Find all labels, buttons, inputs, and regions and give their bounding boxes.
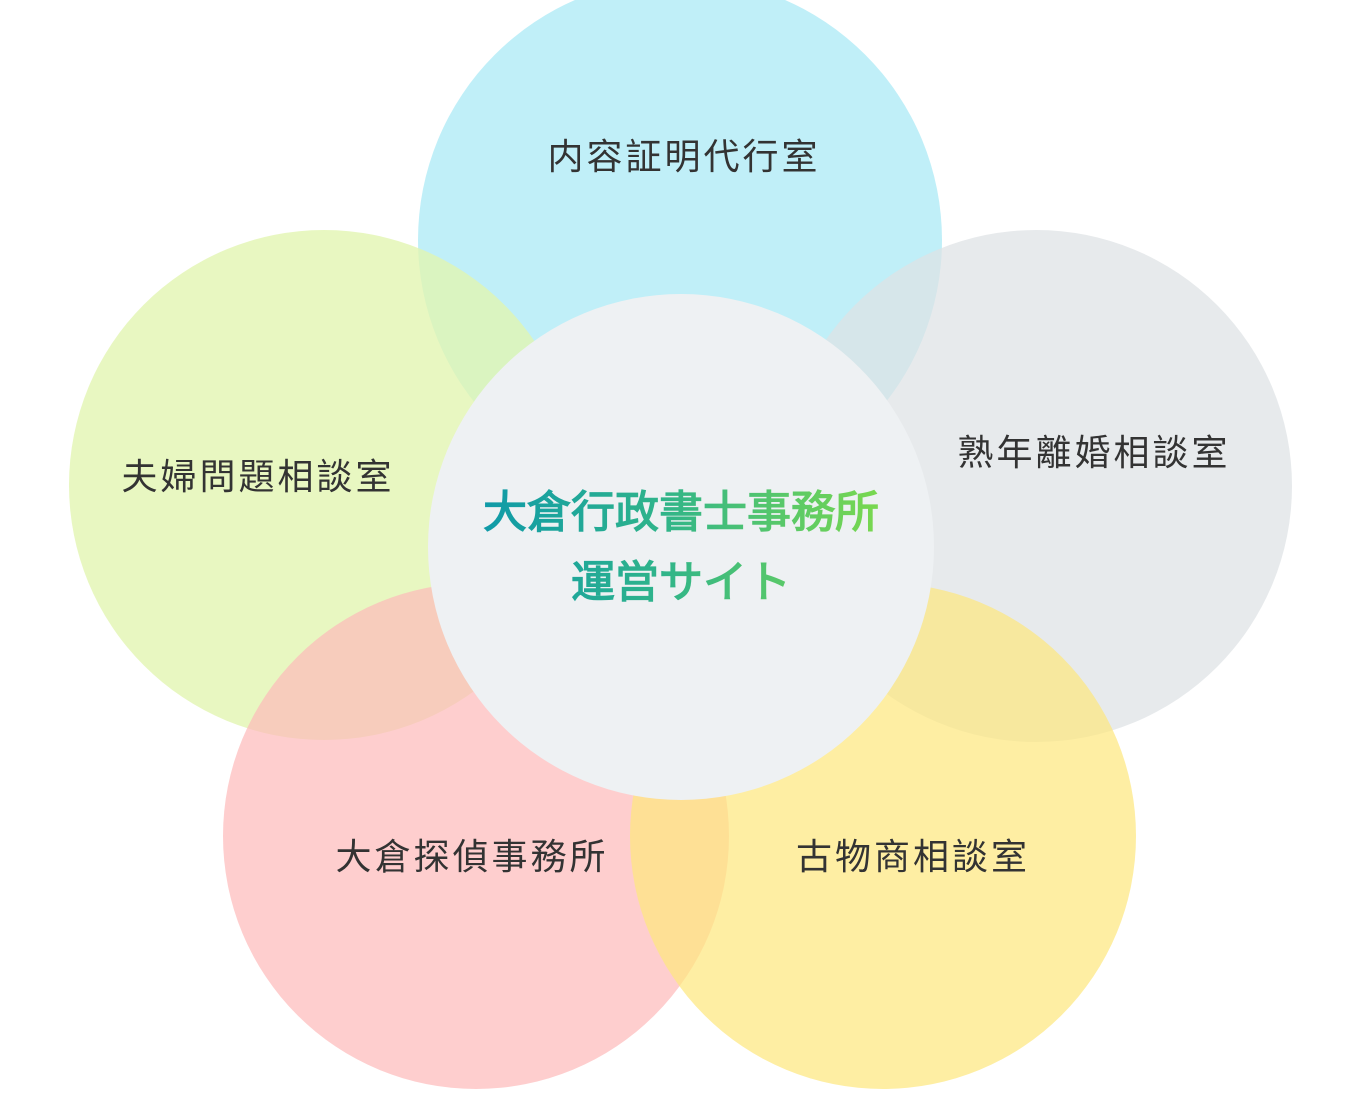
petal-label-bottom-left[interactable]: 大倉探偵事務所	[335, 837, 609, 878]
petal-label-right[interactable]: 熟年離婚相談室	[957, 433, 1231, 474]
center-circle	[428, 294, 934, 800]
center-title[interactable]: 大倉行政書士事務所 運営サイト	[483, 478, 879, 618]
petal-label-bottom-right[interactable]: 古物商相談室	[795, 837, 1031, 878]
petal-label-left[interactable]: 夫婦問題相談室	[121, 457, 395, 498]
center-title-line1: 大倉行政書士事務所	[483, 478, 879, 548]
petal-label-top[interactable]: 内容証明代行室	[547, 137, 821, 178]
center-title-line2: 運営サイト	[483, 548, 879, 618]
